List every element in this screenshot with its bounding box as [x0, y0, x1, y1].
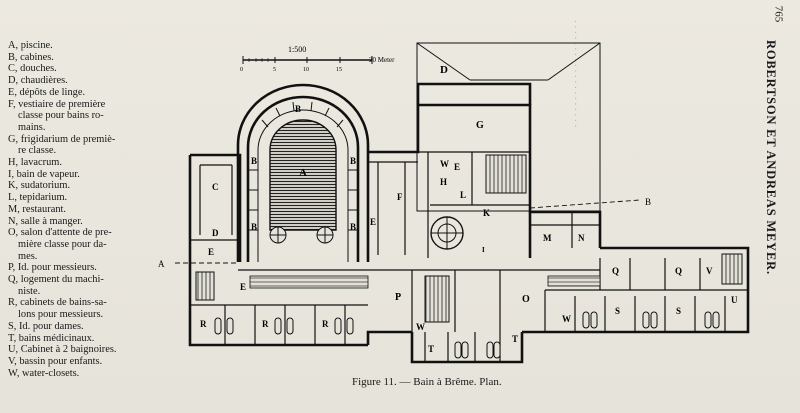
label-b-lower-right: B: [350, 222, 356, 232]
label-m: M: [543, 233, 552, 243]
label-b-lower-left: B: [251, 222, 257, 232]
bathtubs: [214, 311, 720, 359]
label-e-corridor: E: [240, 282, 246, 292]
label-q-2: Q: [675, 266, 682, 276]
legend-line: G, frigidarium de premiè-: [8, 133, 116, 145]
label-n: N: [578, 233, 585, 243]
label-f: F: [397, 192, 403, 202]
legend-line: re classe.: [18, 145, 57, 157]
label-l: L: [460, 190, 466, 200]
legend-line: E, dépôts de linge.: [8, 86, 86, 98]
label-g: G: [476, 120, 484, 131]
cabin-ring: [248, 101, 358, 262]
scale-tick-5: 5: [273, 67, 276, 73]
label-e-left: E: [208, 247, 214, 257]
label-s-1: S: [615, 306, 620, 316]
legend-line: classe pour bains ro-: [18, 110, 104, 122]
corridor-band-east: [547, 275, 601, 287]
legend-line: M, restaurant.: [8, 203, 66, 215]
section-mark-a: A: [158, 259, 165, 269]
legend-line: K, sudatorium.: [8, 180, 71, 192]
west-stair: [195, 271, 215, 301]
legend-line: C, douches.: [8, 63, 57, 75]
label-b-top: B: [295, 104, 301, 114]
scale-tick-0: 0: [240, 67, 243, 73]
label-k: K: [483, 208, 490, 218]
figure-caption: Figure 11. — Bain à Brême. Plan.: [352, 376, 502, 388]
label-d: D: [212, 228, 219, 238]
label-p: P: [395, 292, 401, 303]
legend-line: lons pour messieurs.: [18, 309, 104, 321]
legend-line: L, tepidarium.: [8, 192, 68, 204]
legend-line: niste.: [18, 285, 41, 297]
label-w-upper: W: [440, 159, 449, 169]
label-s-2: S: [676, 306, 681, 316]
legend-line: mière classe pour da-: [18, 238, 107, 250]
legend-line: Q, logement du machi-: [8, 274, 104, 286]
pool-steps: [269, 226, 334, 244]
scale-tick-10: 10: [303, 67, 309, 73]
pool-a: [269, 119, 337, 231]
label-o: O: [522, 294, 530, 305]
label-b-left: B: [251, 156, 257, 166]
central-stair: [424, 275, 450, 323]
legend-line: F, vestiaire de première: [8, 98, 106, 110]
legend-line: T, bains médicinaux.: [8, 332, 95, 344]
legend-line: R, cabinets de bains-sa-: [8, 297, 107, 309]
legend-line: A, piscine.: [8, 40, 53, 51]
legend-line: mes.: [18, 250, 38, 262]
legend-line: O, salon d'attente de pre-: [8, 227, 112, 239]
legend-line: N, salle à manger.: [8, 215, 83, 227]
scale-ratio: 1:500: [288, 45, 306, 54]
label-i: I: [482, 246, 485, 254]
legend-line: mains.: [18, 121, 46, 133]
section-mark-b: B: [645, 197, 651, 207]
legend-line: W, water-closets.: [8, 367, 80, 379]
north-stair: [485, 154, 527, 194]
label-c: C: [212, 182, 219, 192]
label-r-1: R: [200, 319, 207, 329]
label-w-south: W: [416, 322, 425, 332]
scale-tick-20: 20 Meter: [369, 56, 395, 64]
label-b-right: B: [350, 156, 356, 166]
label-t-1: T: [428, 344, 434, 354]
section-line: [175, 199, 641, 264]
legend-line: P, Id. pour messieurs.: [8, 262, 97, 274]
legend-line: D, chaudières.: [8, 75, 68, 87]
label-w-east: W: [562, 314, 571, 324]
legend-line: H, lavacrum.: [8, 157, 62, 169]
scale-tick-15: 15: [336, 67, 342, 73]
label-e-mid: E: [370, 217, 376, 227]
room-labels: A B B B B B C D E E E F G H E W L K M N …: [200, 104, 738, 354]
label-u: U: [731, 295, 738, 305]
label-e-upper: E: [454, 162, 460, 172]
plan-legend: A, piscine.B, cabines.C, douches.D, chau…: [8, 40, 168, 379]
legend-line: U, Cabinet à 2 baignoires.: [8, 344, 117, 356]
corridor-band: [249, 275, 369, 289]
label-h: H: [440, 177, 447, 187]
label-r-3: R: [322, 319, 329, 329]
label-t-2: T: [512, 334, 518, 344]
label-v: V: [706, 266, 713, 276]
label-q-1: Q: [612, 266, 619, 276]
label-d-court: D: [440, 64, 448, 76]
scale-bar: 1:500 0 5 10 15 20 Meter: [240, 45, 395, 73]
legend-line: S, Id. pour dames.: [8, 320, 84, 332]
legend-line: V, bassin pour enfants.: [8, 355, 103, 367]
label-r-2: R: [262, 319, 269, 329]
legend-line: I, bain de vapeur.: [8, 168, 80, 180]
steam-bath-circle: [430, 216, 464, 250]
east-stair: [721, 253, 743, 285]
plan-partitions: [190, 151, 748, 362]
label-a: A: [299, 167, 307, 179]
legend-line: B, cabines.: [8, 51, 54, 63]
